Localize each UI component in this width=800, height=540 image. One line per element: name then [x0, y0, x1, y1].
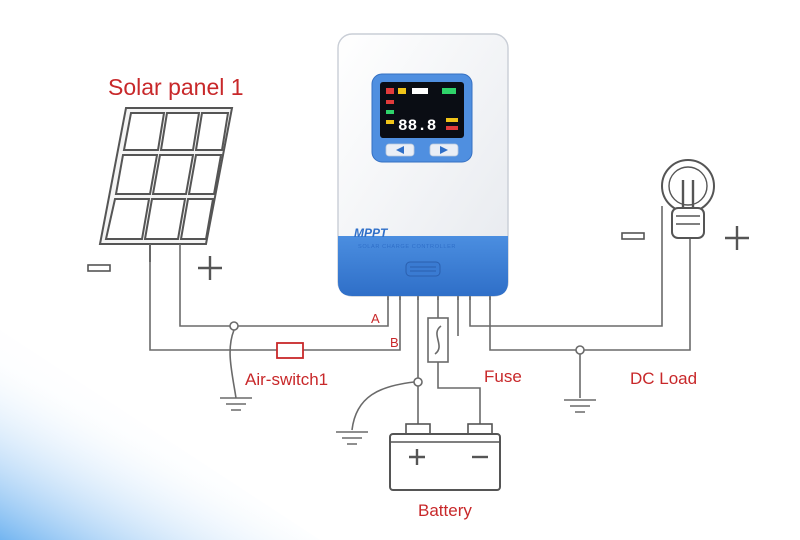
- controller-terminals: [387, 296, 491, 300]
- terminal-a-label: A: [371, 311, 380, 326]
- wiring: [149, 206, 691, 431]
- solar-panel-icon: [98, 107, 234, 262]
- lcd-digits: 88.8: [398, 117, 436, 135]
- fuse-label: Fuse: [484, 367, 522, 386]
- load-plus-sign: [725, 226, 749, 250]
- load-minus-sign: [621, 232, 645, 240]
- ground-symbol-battery: [336, 431, 368, 445]
- air-switch-label: Air-switch1: [245, 370, 328, 389]
- ground-symbol-load: [564, 399, 596, 413]
- charge-controller: 88.8 MPPT SOLAR CHARGE CONTROLLER: [337, 33, 509, 297]
- controller-subtitle: SOLAR CHARGE CONTROLLER: [358, 244, 456, 250]
- controller-brand: MPPT: [354, 226, 389, 240]
- terminal-b-label: B: [390, 335, 399, 350]
- light-bulb-icon: [661, 159, 715, 239]
- ground-symbol-left: [220, 397, 252, 411]
- right-arrow-button[interactable]: [429, 143, 459, 157]
- left-arrow-button[interactable]: [385, 143, 415, 157]
- battery-plus-sign: [409, 449, 425, 465]
- panel-minus-sign: [87, 264, 111, 272]
- dc-load-label: DC Load: [630, 369, 697, 388]
- battery-label: Battery: [418, 501, 472, 520]
- air-switch-symbol: [276, 342, 304, 359]
- lcd-screen: [380, 82, 464, 138]
- background-blue-fade: [0, 330, 320, 540]
- battery-icon: [389, 423, 501, 491]
- solar-panel-label: Solar panel 1: [108, 74, 244, 100]
- panel-plus-sign: [198, 256, 222, 280]
